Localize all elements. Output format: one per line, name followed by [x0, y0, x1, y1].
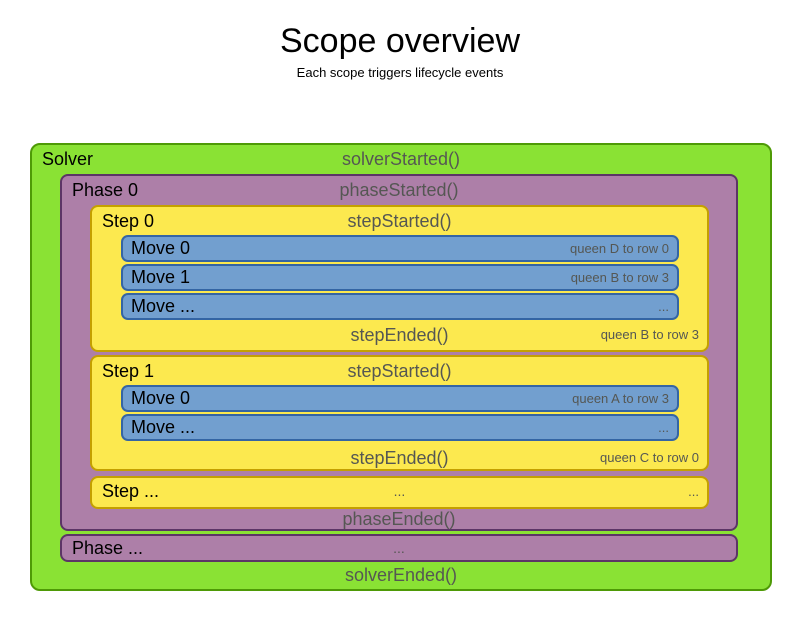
move-label: Move 0 [131, 238, 191, 258]
page-subtitle: Each scope triggers lifecycle events [296, 64, 504, 80]
page-title: Scope overview [279, 22, 520, 60]
step-0-end-row: stepEnded() queen B to row 3 [92, 322, 707, 348]
step-0-moves: Move 0 queen D to row 0 Move 1 queen B t… [121, 235, 679, 322]
phase-started-event: phaseStarted() [339, 180, 459, 200]
solver-scope-box: Solver solverStarted() Phase 0 phaseStar… [30, 143, 772, 591]
move-row: Move 0 queen D to row 0 [121, 235, 679, 262]
move-row: Move ... ... [121, 414, 679, 441]
move-label: Move ... [131, 296, 196, 316]
step-0-started-event: stepStarted() [347, 211, 452, 231]
move-label: Move 1 [131, 267, 191, 287]
step-1-end-row: stepEnded() queen C to row 0 [92, 445, 707, 471]
step-0-label: Step 0 [102, 211, 155, 231]
step-0-header: Step 0 stepStarted() [92, 207, 707, 235]
step-1-header: Step 1 stepStarted() [92, 357, 707, 385]
phase-0-end-row: phaseEnded() [62, 509, 736, 529]
move-detail: queen B to row 3 [570, 270, 669, 285]
move-label: Move ... [131, 417, 196, 437]
step-more-label: Step ... [102, 481, 160, 501]
solver-label: Solver [42, 149, 94, 169]
solver-ended-event: solverEnded() [344, 565, 458, 585]
move-detail: queen D to row 0 [569, 241, 669, 256]
step-0-scope-box: Step 0 stepStarted() Move 0 queen D to r… [90, 205, 709, 352]
step-more-right-ellipsis: ... [688, 484, 699, 499]
phase-0-scope-box: Phase 0 phaseStarted() Step 0 stepStarte… [60, 174, 738, 531]
step-1-end-detail: queen C to row 0 [599, 450, 699, 465]
phase-ended-event: phaseEnded() [342, 509, 456, 529]
step-0-ended-event: stepEnded() [350, 325, 449, 345]
step-1-scope-box: Step 1 stepStarted() Move 0 queen A to r… [90, 355, 709, 471]
step-1-started-event: stepStarted() [347, 361, 452, 381]
step-more-row: Step ... ... ... [92, 478, 707, 507]
solver-end-row: solverEnded() [32, 562, 770, 589]
phase-more-center-ellipsis: ... [393, 540, 405, 556]
move-row: Move 0 queen A to row 3 [121, 385, 679, 412]
phase-0-header: Phase 0 phaseStarted() [62, 176, 736, 205]
move-label: Move 0 [131, 388, 191, 408]
move-row: Move 1 queen B to row 3 [121, 264, 679, 291]
step-1-moves: Move 0 queen A to row 3 Move ... ... [121, 385, 679, 443]
step-more-scope-box: Step ... ... ... [90, 476, 709, 509]
phase-more-label: Phase ... [72, 538, 144, 558]
move-detail: ... [658, 299, 669, 314]
step-1-label: Step 1 [102, 361, 155, 381]
step-0-end-detail: queen B to row 3 [600, 327, 699, 342]
step-1-ended-event: stepEnded() [350, 448, 449, 468]
move-detail: queen A to row 3 [572, 391, 669, 406]
solver-header: Solver solverStarted() [32, 145, 770, 174]
step-more-center-ellipsis: ... [393, 483, 406, 499]
move-detail: ... [658, 420, 669, 435]
phase-more-scope-box: Phase ... ... [60, 534, 738, 562]
move-row: Move ... ... [121, 293, 679, 320]
phase-more-row: Phase ... ... [62, 536, 736, 560]
phase-0-label: Phase 0 [72, 180, 139, 200]
solver-started-event: solverStarted() [341, 149, 461, 169]
